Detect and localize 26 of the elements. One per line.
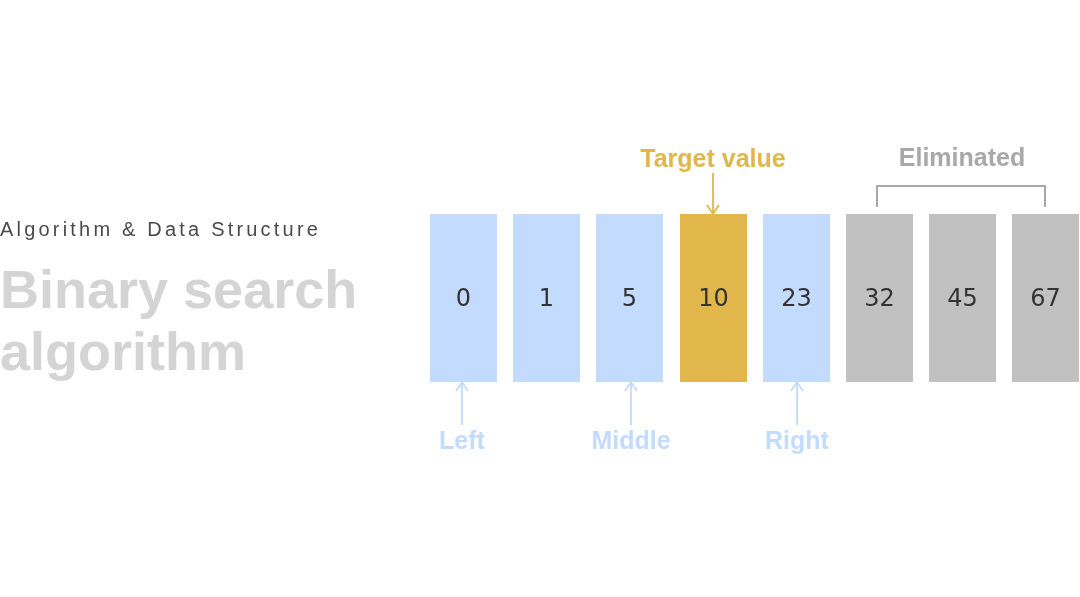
cell-value: 10 (698, 284, 729, 312)
arrow (790, 381, 804, 426)
cell-value: 32 (864, 284, 895, 312)
array-cell (513, 214, 580, 382)
subtitle: Algorithm & Data Structure (0, 218, 322, 241)
array-cell (430, 214, 497, 382)
cell-value: 67 (1030, 284, 1061, 312)
cell-value: 23 (781, 284, 812, 312)
pointer-label: Target value (640, 143, 786, 173)
pointer-label: Right (765, 425, 829, 455)
arrow (624, 381, 638, 426)
arrow (706, 172, 720, 215)
array-cell (1012, 214, 1079, 382)
cell-value: 45 (947, 284, 978, 312)
array-cell (929, 214, 996, 382)
pointer-label: Left (439, 425, 485, 455)
cell-value: 0 (455, 284, 472, 312)
cell-value: 1 (538, 284, 555, 312)
array-cell (596, 214, 663, 382)
array-cell (763, 214, 830, 382)
cell-value: 5 (621, 284, 638, 312)
array-cell (846, 214, 913, 382)
array-cell (680, 214, 747, 382)
bracket-label: Eliminated (898, 143, 1026, 172)
pointer-label: Middle (591, 425, 671, 455)
arrow (455, 381, 469, 426)
